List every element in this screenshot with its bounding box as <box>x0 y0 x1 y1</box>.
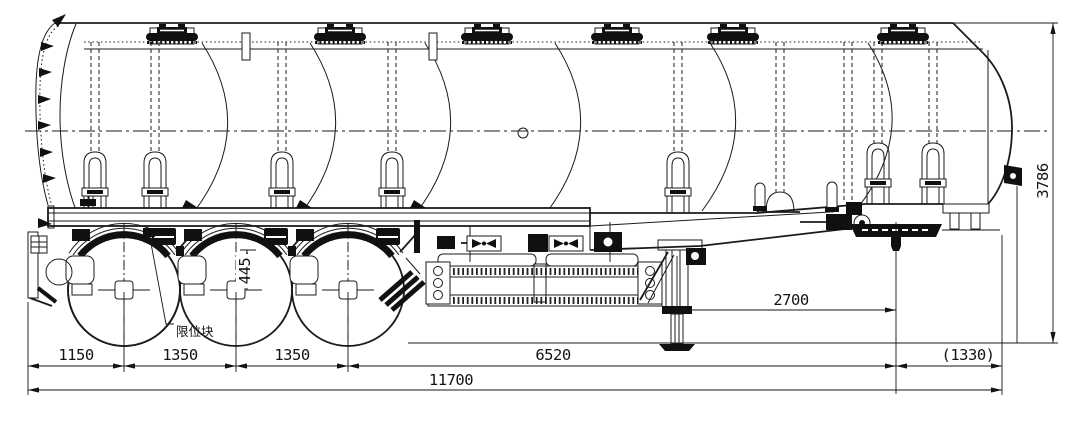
limit-block-label: 限位块 <box>176 324 214 339</box>
running-gear <box>65 220 426 350</box>
chassis-frame <box>47 200 1000 251</box>
handrail-post <box>241 32 251 61</box>
ladder-rungs <box>38 42 56 183</box>
manhole-covers <box>146 24 929 45</box>
internal-standpipes <box>81 42 947 213</box>
limit-block <box>143 228 155 237</box>
vent-pipe <box>754 182 766 213</box>
handrail-post <box>428 32 438 61</box>
dim-kingpin-to-front: (1330) <box>942 346 995 364</box>
compartment-dividers <box>193 42 893 213</box>
dimension-annotations: 1150 1350 1350 6520 (1330) 11700 2700 44… <box>27 23 1056 395</box>
dim-overall-height: 3786 <box>1034 163 1052 198</box>
dim-axle-spacing-1: 1150 <box>58 346 93 364</box>
discharge-valves <box>437 232 622 252</box>
rear-bumper <box>27 196 96 307</box>
sump-pipe <box>775 42 785 192</box>
dim-axle-spacing-3: 1350 <box>274 346 309 364</box>
kingpin-assembly <box>800 202 942 394</box>
dim-frame-to-axle: 445 <box>236 258 254 285</box>
wheel-axle-2 <box>177 222 309 350</box>
stored-hoses <box>378 220 426 312</box>
dim-kingpin-to-landing-gear: 2700 <box>773 291 808 309</box>
dim-bogie-to-kingpin: 6520 <box>535 346 570 364</box>
pump <box>826 214 852 230</box>
dim-overall-length: 11700 <box>429 371 473 389</box>
front-marker-bracket <box>1004 165 1022 343</box>
wheel-axle-3 <box>289 222 421 350</box>
dim-axle-spacing-2: 1350 <box>162 346 197 364</box>
air-reservoir <box>45 258 73 286</box>
